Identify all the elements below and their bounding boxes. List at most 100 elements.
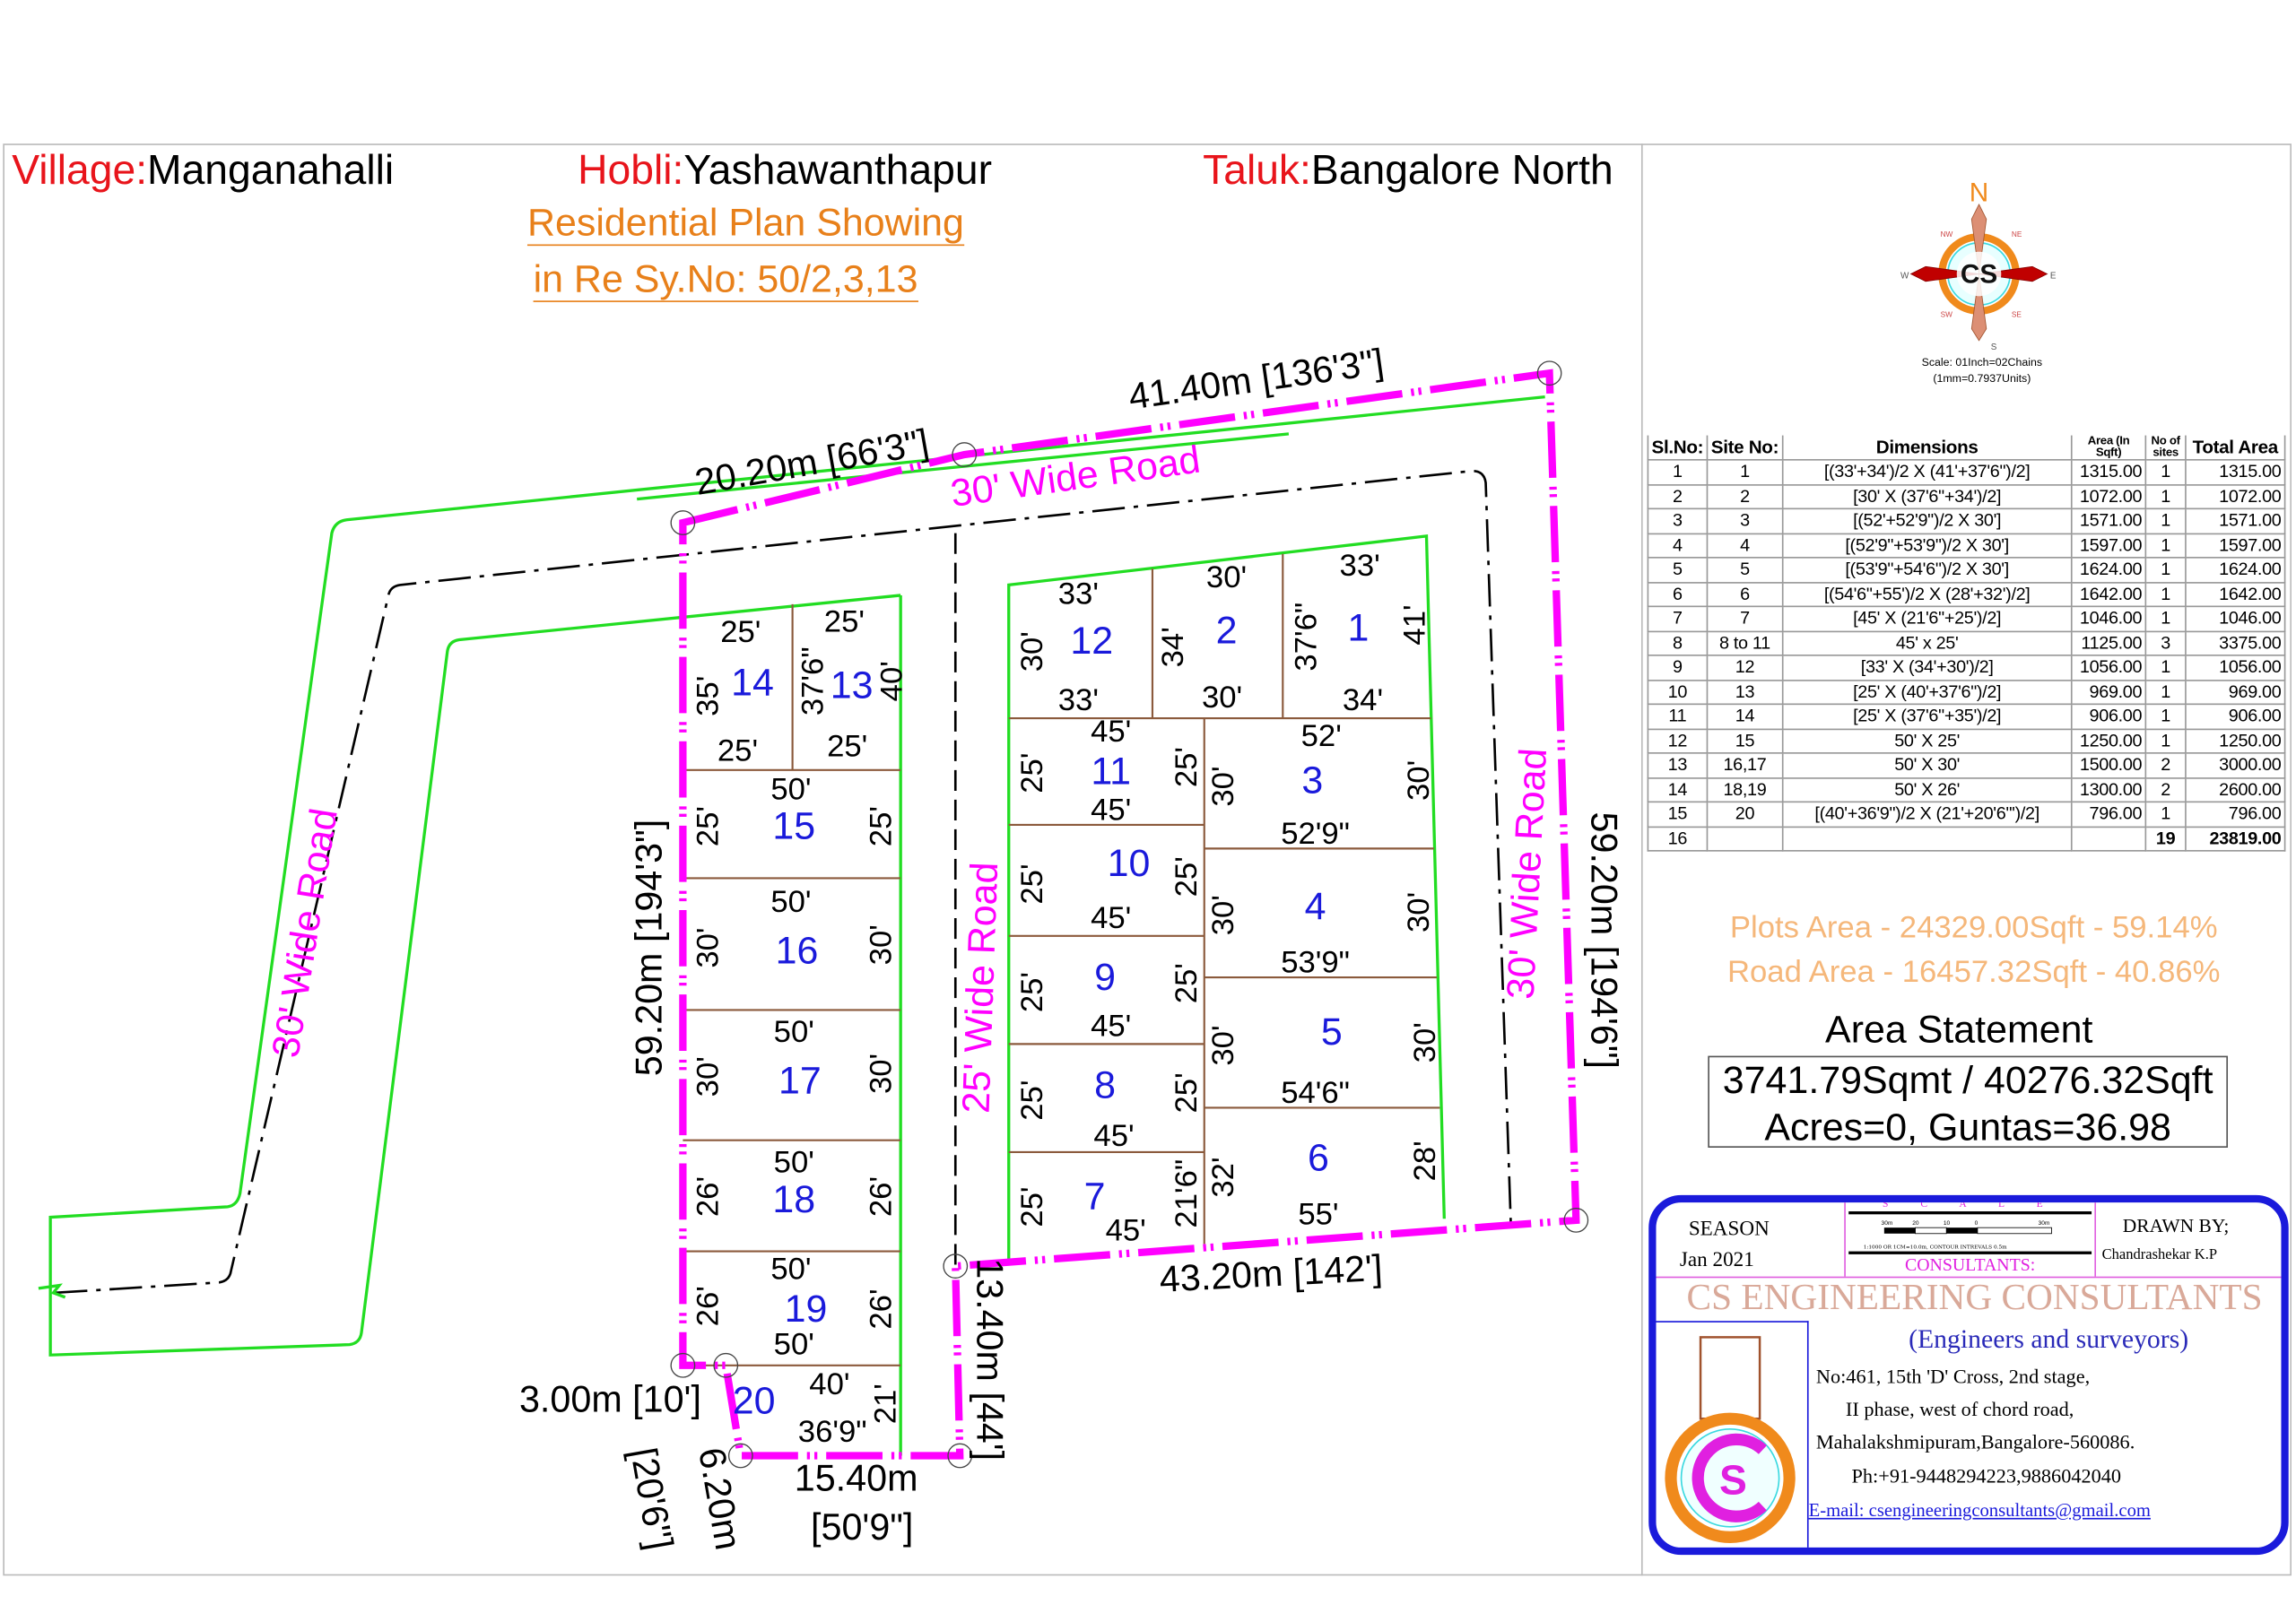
plot-dimension-label: 30'	[1206, 560, 1247, 594]
cell-area	[2070, 825, 2147, 852]
boundary-dim: 43.20m [142']	[1159, 1247, 1384, 1300]
cell-sl-no: 5	[1647, 557, 1709, 583]
cell-no-of-sites: 1	[2144, 557, 2187, 583]
cell-no-of-sites: 1	[2144, 703, 2187, 730]
cell-no-of-sites: 1	[2144, 507, 2187, 534]
cell-sl-no: 6	[1647, 581, 1709, 608]
cell-total-area: 796.00	[2185, 801, 2286, 828]
scale-note: 1:1000 OR 1CM=10.0m, CONTOUR INTREVALS 0…	[1863, 1244, 2007, 1250]
plot-number: 15	[772, 805, 815, 848]
cell-area: 1624.00	[2070, 557, 2147, 583]
cell-no-of-sites: 2	[2144, 752, 2187, 778]
svg-text:S: S	[1719, 1456, 1747, 1503]
road-label-right: 30' Wide Road	[1499, 747, 1555, 1000]
plot-number: 11	[1091, 750, 1131, 793]
compass-sw: SW	[1941, 310, 1953, 318]
cell-area: 969.00	[2070, 679, 2147, 706]
cell-sl-no: 8	[1647, 629, 1709, 656]
cell-total-area: 1072.00	[2185, 483, 2286, 510]
compass-w: W	[1900, 272, 1909, 282]
cell-total-area: 2600.00	[2185, 776, 2286, 803]
hobli-label: Hobli:	[578, 146, 684, 193]
compass-n: N	[1970, 178, 1988, 208]
plot-number: 8	[1094, 1064, 1116, 1107]
cell-dimensions: [25' X (40'+37'6")/2]	[1781, 679, 2073, 706]
season-label: SEASON	[1688, 1219, 1770, 1242]
compass-logo: CS	[1961, 259, 1997, 289]
cell-site-no: 3	[1706, 507, 1784, 534]
plot-dimension-label: 53'9"	[1281, 946, 1350, 980]
email-link[interactable]: E-mail: csengineeringconsultants@gmail.c…	[1808, 1500, 2151, 1522]
area-sqmt-sqft: 3741.79Sqmt / 40276.32Sqft	[1722, 1057, 2213, 1102]
consultants-label: CONSULTANTS:	[1904, 1253, 2036, 1276]
plot-dimension-label: 52'9"	[1281, 817, 1350, 851]
village-label: Village:	[12, 146, 148, 193]
cell-dimensions: [30' X (37'6"+34')/2]	[1781, 483, 2073, 510]
cell-dimensions: 50' X 25'	[1781, 727, 2073, 754]
plot-dimension-label: 45'	[1091, 901, 1131, 935]
plot-dimension-label: 28'	[1408, 1141, 1442, 1181]
plot-dimension-label: 54'6"	[1281, 1076, 1350, 1110]
cell-site-no: 13	[1706, 679, 1784, 706]
cell-no-of-sites: 1	[2144, 459, 2187, 485]
zigzag-break-symbol	[38, 1283, 66, 1299]
title-block: SEASON Jan 2021 S C A L E 30m 20 10 0 30…	[1648, 1194, 2289, 1556]
plot-number: 20	[733, 1379, 776, 1422]
plot-dimension-label: 50'	[774, 1146, 814, 1180]
cell-total-area: 1046.00	[2185, 605, 2286, 632]
cell-area: 1315.00	[2070, 459, 2147, 485]
cell-total-area: 906.00	[2185, 703, 2286, 730]
boundary-dim: 3.00m [10']	[519, 1379, 701, 1420]
cell-dimensions: [(53'9"+54'6")/2 X 30']	[1781, 557, 2073, 583]
plot-dimension-label: 37'6"	[796, 646, 831, 716]
cell-dimensions: [(52'+52'9")/2 X 30']	[1781, 507, 2073, 534]
plot-dimension-label: 33'	[1058, 577, 1099, 611]
plot-dimension-label: 30'	[1408, 1022, 1442, 1063]
compass-scale-line2: (1mm=0.7937Units)	[1933, 372, 2031, 385]
plot-dimension-label: 25'	[1170, 1072, 1204, 1113]
plot-dimension-label: 21'	[869, 1383, 903, 1424]
plot-dimension-label: 45'	[1091, 793, 1131, 827]
cell-no-of-sites: 3	[2144, 629, 2187, 656]
cell-site-no: 15	[1706, 727, 1784, 754]
area-table: Sl.No: Site No: Dimensions Area (In Sqft…	[1647, 435, 2286, 852]
boundary-dim: 15.40m	[795, 1457, 918, 1498]
scale-bar: 30m 20 10 0 30m	[1882, 1220, 2052, 1235]
cell-sl-no: 11	[1647, 703, 1709, 730]
address-line2: II phase, west of chord road,	[1845, 1398, 2074, 1420]
col-site-no: Site No:	[1706, 435, 1784, 461]
cell-area: 1597.00	[2070, 532, 2147, 559]
plot-number: 17	[778, 1060, 822, 1103]
plot-dimension-label: 26'	[865, 1176, 899, 1217]
cell-no-of-sites: 1	[2144, 532, 2187, 559]
plot-dimension-label: 30'	[1206, 1025, 1240, 1065]
scale-tick: 30m	[1882, 1220, 1893, 1227]
plot-dimension-label: 30'	[1202, 681, 1242, 715]
cell-dimensions: [(40'+36'9")/2 X (21'+20'6"')/2]	[1781, 801, 2073, 828]
cell-dimensions: [33' X (34'+30')/2]	[1781, 655, 2073, 681]
cell-total-area: 1250.00	[2185, 727, 2286, 754]
scale-title: S C A L E	[1883, 1198, 2058, 1210]
plot-number: 1	[1348, 606, 1370, 649]
cell-area: 906.00	[2070, 703, 2147, 730]
cell-dimensions: 50' X 26'	[1781, 776, 2073, 803]
cell-area: 1642.00	[2070, 581, 2147, 608]
road-label-middle: 25' Wide Road	[954, 862, 1006, 1115]
taluk-field: Taluk:Bangalore North	[1203, 147, 1613, 195]
acres-guntas: Acres=0, Guntas=36.98	[1764, 1105, 2171, 1149]
plot-number: 6	[1308, 1137, 1329, 1180]
taluk-label: Taluk:	[1203, 146, 1311, 193]
cell-area: 1500.00	[2070, 752, 2147, 778]
cell-site-no	[1706, 825, 1784, 852]
road-centerline-main	[55, 469, 1512, 1295]
plot-number: 4	[1305, 885, 1326, 928]
compass-nw: NW	[1941, 230, 1953, 239]
